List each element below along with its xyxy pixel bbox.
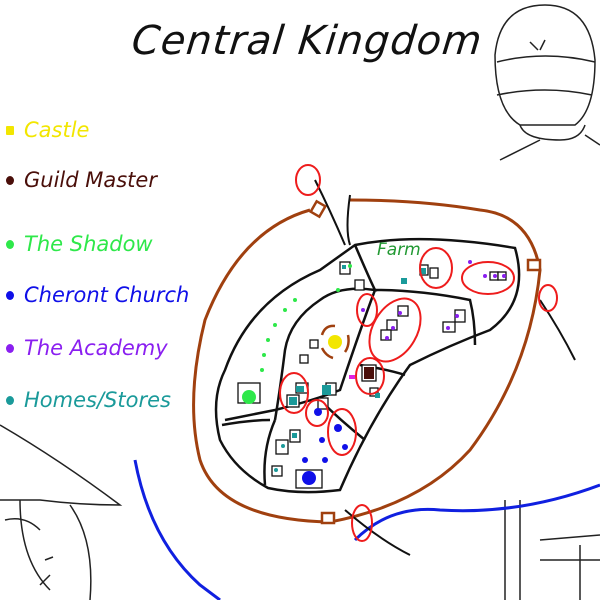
homes-stores-markers xyxy=(274,265,426,472)
legend-item-homes-stores: Homes/Stores xyxy=(6,388,171,412)
legend-item-the-shadow: The Shadow xyxy=(6,232,153,256)
sketch-figure-bottom-left xyxy=(0,424,123,600)
farm-label: Farm xyxy=(377,240,421,260)
teal-dot-icon xyxy=(6,395,14,405)
legend-label: Castle xyxy=(24,118,90,142)
roads xyxy=(314,179,576,556)
legend-label: Homes/Stores xyxy=(24,388,171,412)
highlight-circles xyxy=(279,164,558,542)
church-markers xyxy=(302,408,348,485)
shadow-building xyxy=(242,390,256,404)
legend-label: The Shadow xyxy=(24,232,153,256)
sketch-figure-bottom-right xyxy=(504,500,600,600)
shadow-path-markers xyxy=(260,264,352,372)
blue-dot-icon xyxy=(6,290,14,300)
legend-label: The Academy xyxy=(24,336,168,360)
guild-master-hall xyxy=(364,367,374,379)
castle xyxy=(328,335,342,349)
castle-moat xyxy=(320,324,350,360)
academy-annex xyxy=(349,375,355,379)
sketch-figure-top-right xyxy=(494,4,600,161)
legend-label: Guild Master xyxy=(24,168,157,192)
city-districts xyxy=(214,237,521,494)
legend-item-guild-master: Guild Master xyxy=(6,168,157,192)
legend-item-castle: Castle xyxy=(6,118,89,142)
wall-gates xyxy=(308,199,542,525)
green-dot-icon xyxy=(6,239,14,249)
map-title: Central Kingdom xyxy=(129,18,485,64)
brown-dot-icon xyxy=(6,175,14,185)
outer-wall xyxy=(192,198,542,524)
legend-item-the-academy: The Academy xyxy=(6,336,168,360)
river xyxy=(133,459,600,600)
academy-markers xyxy=(361,260,506,340)
legend-item-cheront-church: Cheront Church xyxy=(6,283,189,307)
legend-label: Cheront Church xyxy=(24,283,190,307)
yellow-dot-icon xyxy=(6,125,14,135)
purple-dot-icon xyxy=(6,343,14,353)
